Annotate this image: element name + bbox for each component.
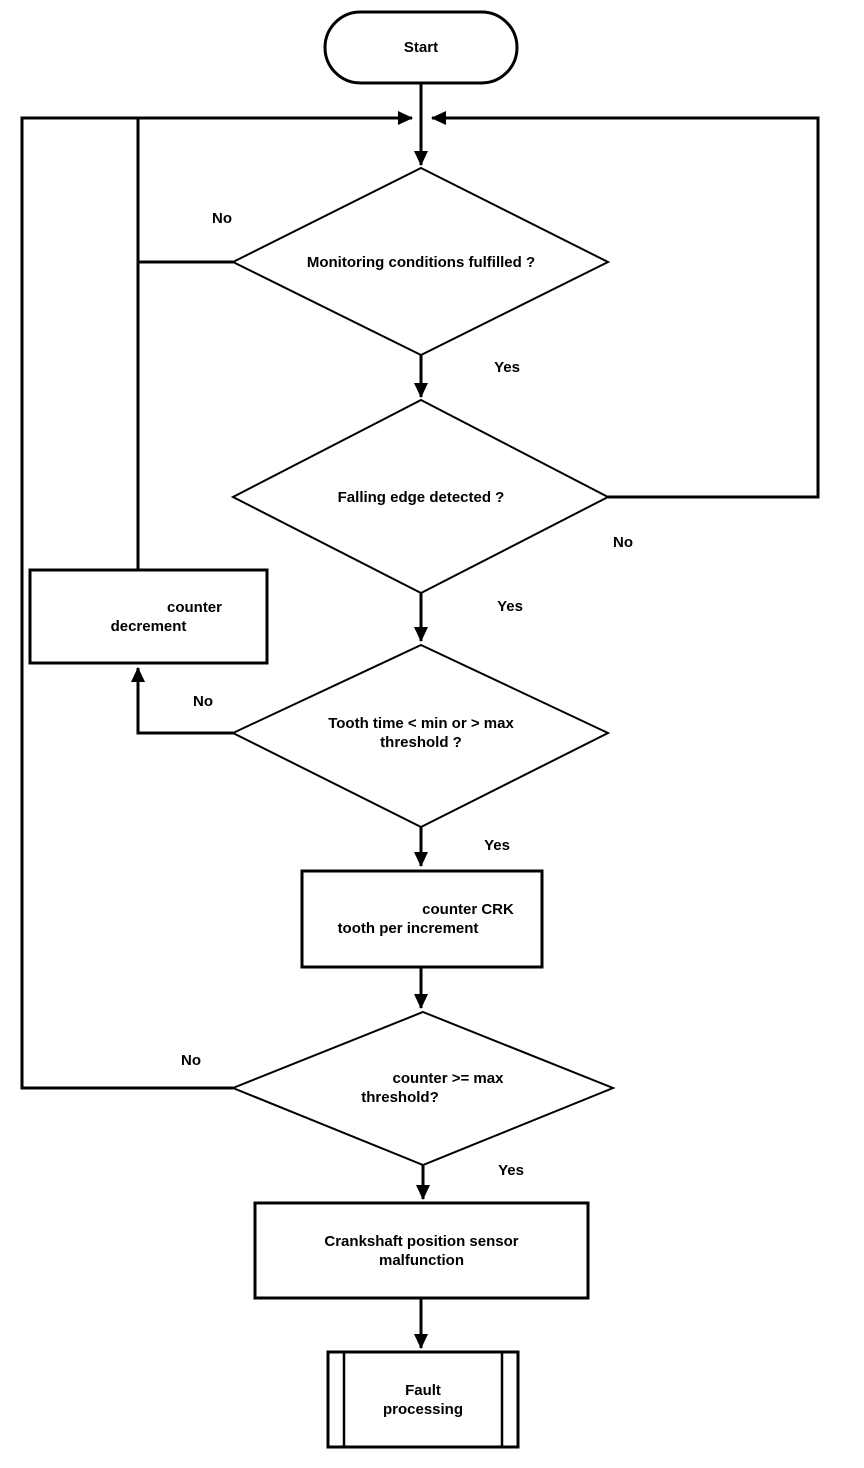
decision3-diamond-shape	[230, 643, 611, 829]
counter-crk-box-shape	[300, 869, 544, 969]
decision4-diamond-shape	[230, 1010, 616, 1167]
decision2-diamond-shape	[230, 398, 611, 595]
decision1-diamond-shape	[230, 166, 611, 357]
fault-processing-box-shape	[326, 1350, 520, 1449]
counter-decrement-box-shape	[28, 568, 269, 665]
connector-decision4-no-loop	[20, 111, 413, 1090]
start-terminator-shape	[323, 10, 519, 85]
connector-decision3-no	[131, 667, 233, 735]
malfunction-box-shape	[253, 1201, 590, 1300]
connector-decision2-no-loop	[431, 111, 820, 499]
